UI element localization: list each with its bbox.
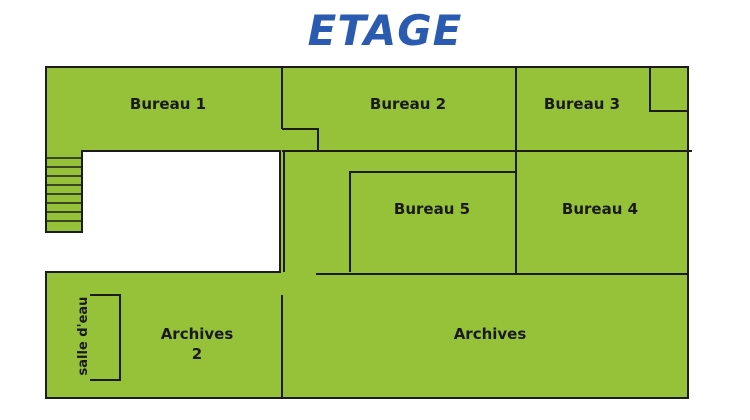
floor-area: [45, 66, 689, 399]
room-label-archives: Archives: [454, 325, 527, 343]
room-label-bureau-1: Bureau 1: [130, 95, 206, 113]
room-label-archives-2-number: 2: [192, 345, 202, 363]
interior-walls: [90, 67, 692, 398]
room-label-salle-deau: salle d'eau: [76, 297, 91, 376]
floor-title: ETAGE: [307, 6, 463, 55]
room-label-bureau-3: Bureau 3: [544, 95, 620, 113]
staircase: [46, 157, 82, 222]
room-label-bureau-5: Bureau 5: [394, 200, 470, 218]
room-label-bureau-4: Bureau 4: [562, 200, 638, 218]
room-label-bureau-2: Bureau 2: [370, 95, 446, 113]
room-label-archives-2: Archives: [161, 325, 234, 343]
